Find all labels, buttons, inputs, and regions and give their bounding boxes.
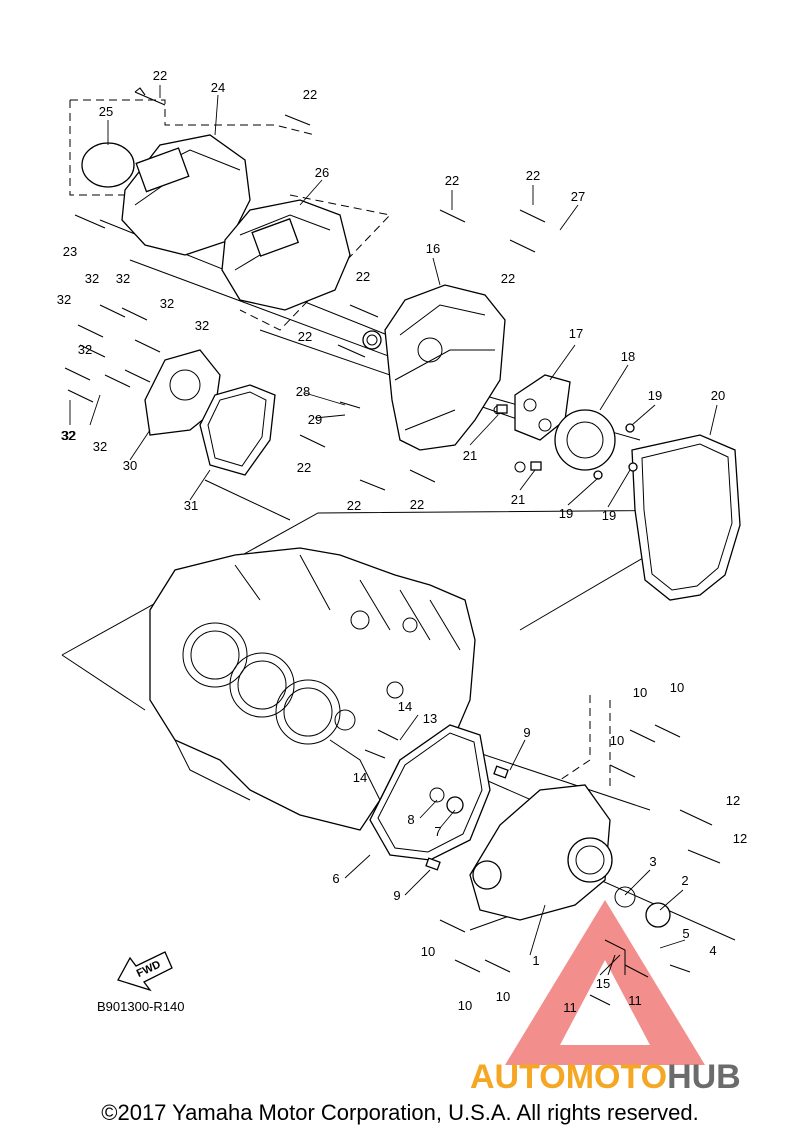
- callout-22: 22: [356, 269, 370, 284]
- callout-22: 22: [297, 460, 311, 475]
- crankcase-block: [149, 547, 476, 831]
- callout-10: 10: [496, 989, 510, 1004]
- callout-7: 7: [434, 824, 441, 839]
- bolts: [64, 87, 721, 1006]
- callout-32: 32: [85, 271, 99, 286]
- callout-3: 3: [649, 854, 656, 869]
- callout-11: 11: [563, 1000, 577, 1015]
- callout-12: 12: [733, 831, 747, 846]
- callout-23: 23: [63, 244, 77, 259]
- callout-22: 22: [303, 87, 317, 102]
- copyright-notice: ©2017 Yamaha Motor Corporation, U.S.A. A…: [101, 1100, 699, 1125]
- callout-14: 14: [353, 770, 367, 785]
- callout-10: 10: [458, 998, 472, 1013]
- callout-5: 5: [682, 926, 689, 941]
- callout-21: 21: [463, 448, 477, 463]
- callout-15: 15: [596, 976, 610, 991]
- callout-11: 11: [628, 993, 642, 1008]
- callout-27: 27: [571, 189, 585, 204]
- callout-32: 32: [160, 296, 174, 311]
- callout-22: 22: [347, 498, 361, 513]
- generator-cover-parts: [81, 134, 351, 311]
- callout-28: 28: [296, 384, 310, 399]
- callout-9: 9: [393, 888, 400, 903]
- callout-4: 4: [709, 943, 716, 958]
- callout-6: 6: [332, 871, 339, 886]
- callout-16: 16: [426, 241, 440, 256]
- callout-32: 32: [62, 428, 76, 443]
- callout-10: 10: [670, 680, 684, 695]
- callout-32: 32: [61, 428, 75, 443]
- pump-cover-30: [144, 349, 276, 476]
- callout-19: 19: [559, 506, 573, 521]
- callout-9: 9: [523, 725, 530, 740]
- callout-14: 14: [398, 699, 412, 714]
- callout-1: 1: [532, 953, 539, 968]
- callout-22: 22: [153, 68, 167, 83]
- callout-22: 22: [445, 173, 459, 188]
- callout-18: 18: [621, 349, 635, 364]
- callout-32: 32: [57, 292, 71, 307]
- callout-21: 21: [511, 492, 525, 507]
- callout-25: 25: [99, 104, 113, 119]
- callout-17: 17: [569, 326, 583, 341]
- clutch-side-parts: [493, 374, 741, 601]
- leader-lines: [69, 85, 718, 976]
- callout-32: 32: [78, 342, 92, 357]
- callout-13: 13: [423, 711, 437, 726]
- callout-20: 20: [711, 388, 725, 403]
- watermark-word-a: AUTOMOTOHUB: [470, 1058, 741, 1096]
- callout-22: 22: [526, 168, 540, 183]
- callout-8: 8: [407, 812, 414, 827]
- callout-31: 31: [184, 498, 198, 513]
- callout-10: 10: [610, 733, 624, 748]
- callout-24: 24: [211, 80, 225, 95]
- callout-32: 32: [93, 439, 107, 454]
- callout-2: 2: [681, 873, 688, 888]
- callout-32: 32: [195, 318, 209, 333]
- fwd-arrow-icon: FWD: [117, 951, 173, 992]
- part-code: B901300-R140: [97, 999, 184, 1014]
- callout-32: 32: [116, 271, 130, 286]
- callout-26: 26: [315, 165, 329, 180]
- callout-22: 22: [410, 497, 424, 512]
- callout-30: 30: [123, 458, 137, 473]
- callout-19: 19: [648, 388, 662, 403]
- crankcase-cover-16: [362, 284, 506, 451]
- callout-22: 22: [501, 271, 515, 286]
- callout-19: 19: [602, 508, 616, 523]
- callout-12: 12: [726, 793, 740, 808]
- callout-10: 10: [421, 944, 435, 959]
- callout-22: 22: [298, 329, 312, 344]
- callout-10: 10: [633, 685, 647, 700]
- clutch-cover-1: [369, 724, 671, 976]
- callout-29: 29: [308, 412, 322, 427]
- watermark-logo: AUTOMOTOHUB: [470, 1058, 741, 1096]
